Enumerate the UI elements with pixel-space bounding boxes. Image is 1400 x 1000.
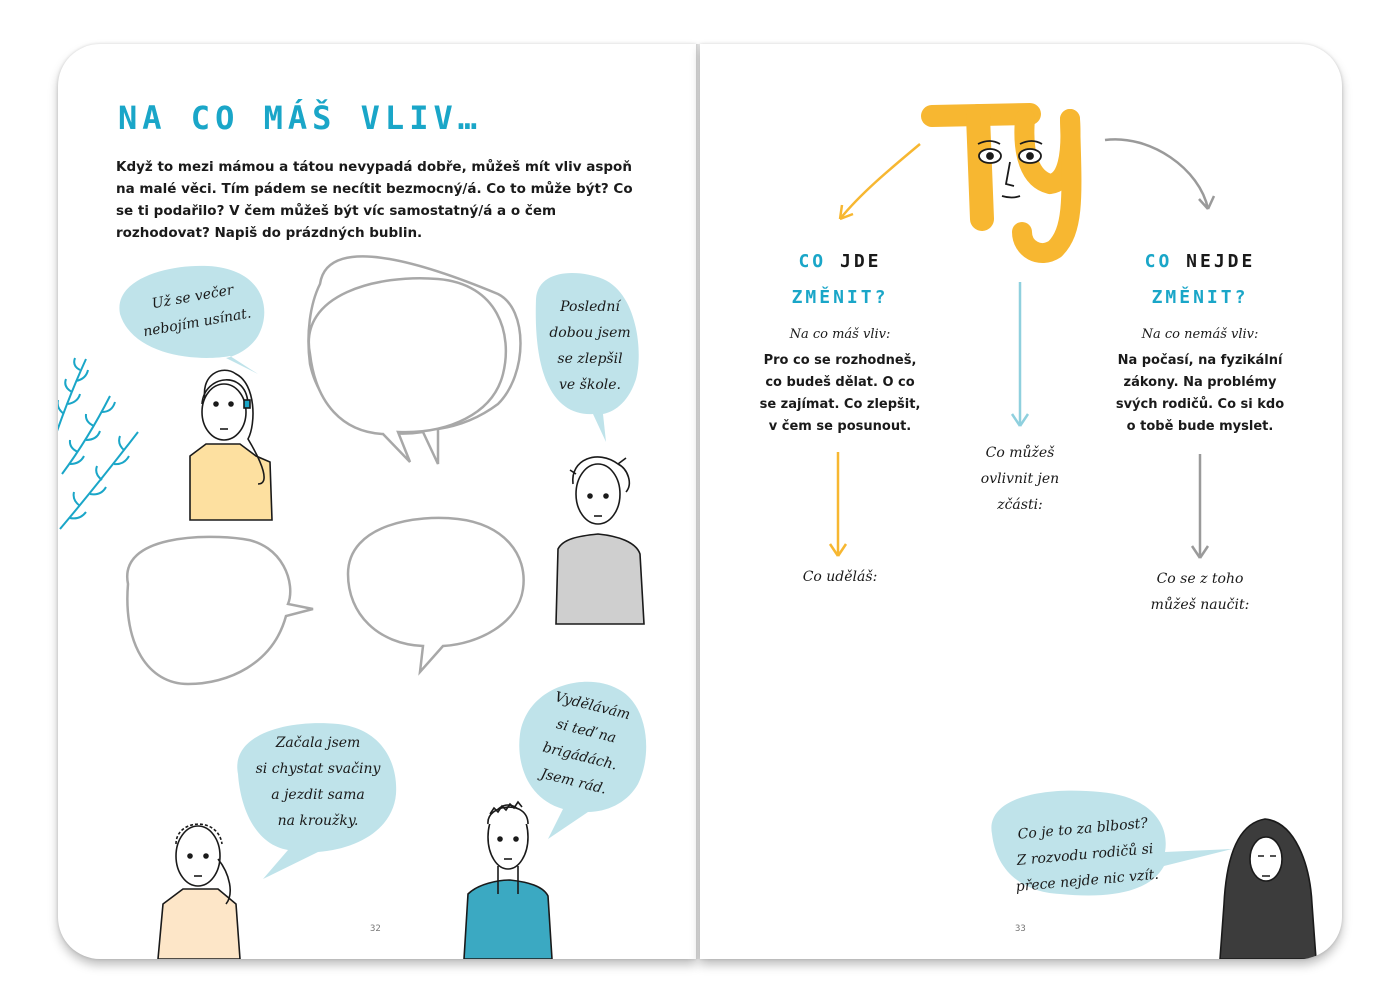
column-body: Pro co se rozhodneš, co budeš dělat. O c… bbox=[740, 350, 940, 438]
body-line: zákony. Na problémy bbox=[1123, 375, 1277, 390]
leaf-branch-icon bbox=[58, 357, 139, 530]
bubble-line: a jezdit sama bbox=[271, 787, 365, 803]
bubble-line: Začala jsem bbox=[275, 735, 361, 751]
girl-figure bbox=[189, 369, 273, 521]
result-label: Co můžeš ovlivnit jen zčásti: bbox=[960, 440, 1080, 518]
bubble-line: na kroužky. bbox=[277, 813, 359, 829]
result-line: ovlivnit jen bbox=[980, 471, 1060, 487]
girl-figure bbox=[157, 823, 241, 959]
page-number: 33 bbox=[1015, 924, 1026, 934]
bubble-shape bbox=[535, 273, 639, 442]
bubble-shape bbox=[991, 790, 1232, 896]
body-line: svých rodičů. Co si kdo bbox=[1115, 397, 1285, 412]
boy-figure bbox=[555, 456, 645, 625]
heading-word: CO bbox=[1144, 251, 1173, 272]
heading-word: NEJDE bbox=[1186, 251, 1256, 272]
subheading: Na co máš vliv: bbox=[789, 327, 891, 342]
heading-cannot-change: CO NEJDE ZMĚNIT? bbox=[1120, 244, 1280, 316]
arrow-right-icon bbox=[1104, 138, 1210, 210]
bubble-line: si chystat svačiny bbox=[255, 761, 381, 777]
result-line: zčásti: bbox=[997, 497, 1043, 513]
body-line: Pro co se rozhodneš, bbox=[763, 353, 917, 368]
column-body: Na počasí, na fyzikální zákony. Na probl… bbox=[1095, 350, 1305, 438]
result-line: Co můžeš bbox=[985, 445, 1055, 461]
heading-word: ZMĚNIT? bbox=[791, 287, 889, 308]
bubble-shape bbox=[119, 265, 265, 374]
body-line: v čem se posunout. bbox=[768, 419, 912, 434]
book-spine bbox=[696, 44, 700, 959]
arrow-left-icon bbox=[839, 143, 921, 220]
result-label: Co se z toho můžeš naučit: bbox=[1140, 566, 1260, 618]
subheading: Na co nemáš vliv: bbox=[1141, 327, 1259, 342]
body-line: co budeš dělat. O co bbox=[765, 375, 915, 390]
right-page: CO JDE ZMĚNIT? Na co máš vliv: Pro co se… bbox=[700, 44, 1342, 959]
heading-word: CO bbox=[798, 251, 827, 272]
right-illustrations bbox=[828, 103, 1317, 959]
boy-figure bbox=[463, 800, 553, 959]
bubble-line: Poslední bbox=[560, 299, 620, 315]
ty-face bbox=[977, 140, 1043, 199]
bubble-line: se zlepšil bbox=[557, 351, 623, 367]
body-line: se zajímat. Co zlepšit, bbox=[759, 397, 921, 412]
bubble-text-3: Začala jsem si chystat svačiny a jezdit … bbox=[238, 730, 398, 834]
empty-bubble bbox=[126, 535, 314, 686]
result-line: Co se z toho bbox=[1156, 571, 1244, 587]
body-line: Na počasí, na fyzikální bbox=[1117, 353, 1283, 368]
ty-lettering bbox=[921, 103, 1082, 263]
heading-can-change: CO JDE ZMĚNIT? bbox=[760, 244, 920, 316]
page-number: 32 bbox=[370, 924, 381, 934]
empty-bubble bbox=[346, 516, 525, 676]
heading-word: ZMĚNIT? bbox=[1151, 287, 1249, 308]
bubble-text-2: Poslední dobou jsem se zlepšil ve škole. bbox=[540, 294, 640, 398]
bubble-line: ve škole. bbox=[559, 377, 621, 393]
heading-word: JDE bbox=[840, 251, 882, 272]
bubble-line: dobou jsem bbox=[549, 325, 631, 341]
bubble-shape bbox=[519, 681, 647, 839]
bubble-shape bbox=[237, 723, 397, 879]
result-label: Co uděláš: bbox=[802, 569, 878, 585]
bubble-text-5: Co je to za blbost? Z rozvodu rodičů si … bbox=[997, 809, 1173, 902]
book-spread: NA CO MÁŠ VLIV… Když to mezi mámou a tát… bbox=[58, 44, 1342, 959]
left-illustrations bbox=[58, 255, 647, 959]
hooded-figure bbox=[1219, 818, 1317, 959]
body-line: o tobě bude myslet. bbox=[1126, 419, 1274, 434]
page-title: NA CO MÁŠ VLIV… bbox=[118, 99, 482, 137]
intro-text: Když to mezi mámou a tátou nevypadá dobř… bbox=[116, 159, 633, 241]
result-line: můžeš naučit: bbox=[1150, 597, 1250, 613]
left-page: NA CO MÁŠ VLIV… Když to mezi mámou a tát… bbox=[58, 44, 696, 959]
